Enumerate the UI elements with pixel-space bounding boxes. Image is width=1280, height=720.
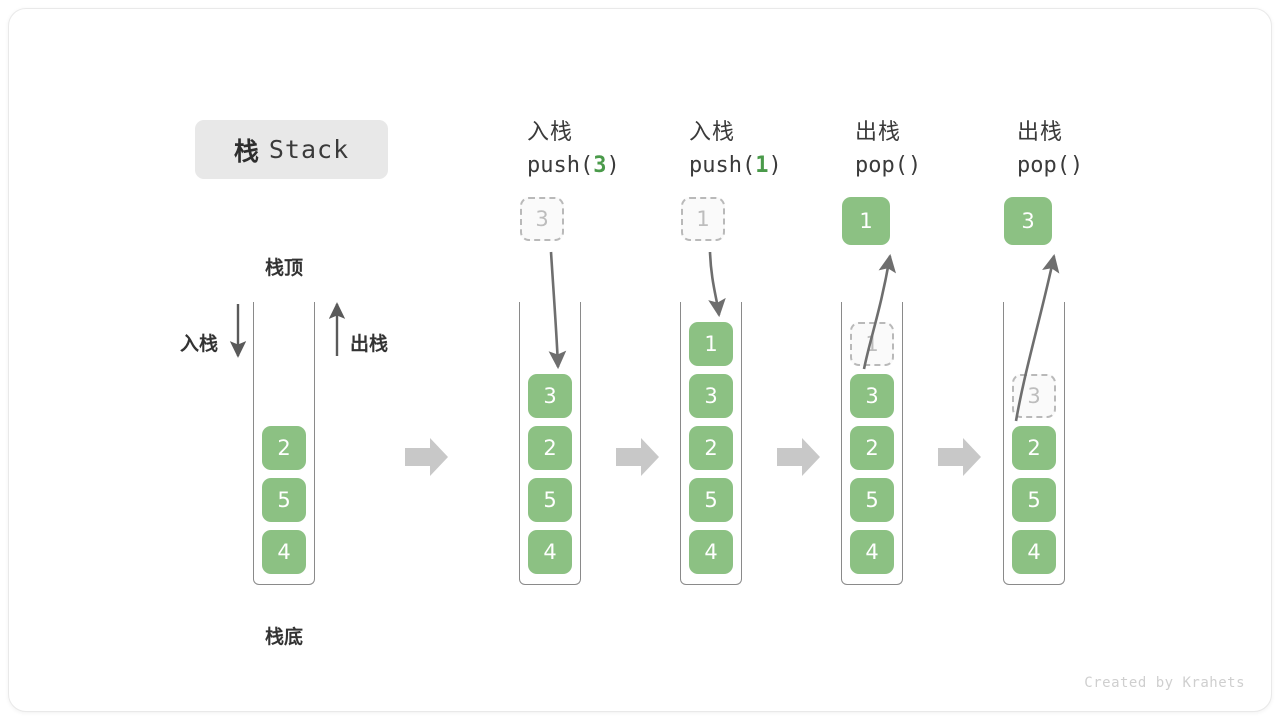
- fn-pre: push(: [527, 153, 594, 178]
- popped-element: 1: [842, 197, 890, 245]
- column-header-push-1: 入栈 push(1): [689, 115, 889, 183]
- column-op-label: 入栈: [527, 119, 574, 144]
- stack-container-push-3: [519, 302, 581, 585]
- stack-container-initial: [253, 302, 315, 585]
- stack-cell: 3: [850, 374, 894, 418]
- column-header-pop-3: 出栈 pop(): [1017, 115, 1217, 183]
- stack-cell: 3: [689, 374, 733, 418]
- column-header-pop-1: 出栈 pop(): [855, 115, 1055, 183]
- stack-cell: 3: [528, 374, 572, 418]
- push-direction-label: 入栈: [180, 334, 219, 355]
- flow-arrow-icon: [405, 437, 449, 477]
- floating-element-ghost: 3: [520, 197, 564, 241]
- column-fn-label: pop(): [1017, 149, 1217, 183]
- stack-cell: 2: [850, 426, 894, 470]
- diagram-card: 栈 Stack 栈顶 栈底 入栈 出栈 入栈 push(3) 入栈 push(1…: [8, 8, 1272, 712]
- watermark-credit: Created by Krahets: [1084, 675, 1245, 691]
- fn-post: ): [1069, 153, 1084, 178]
- stack-cell: 2: [262, 426, 306, 470]
- column-op-label: 出栈: [855, 119, 902, 144]
- fn-arg: 1: [755, 153, 769, 178]
- column-fn-label: push(3): [527, 149, 727, 183]
- column-op-label: 入栈: [689, 119, 736, 144]
- stack-cell: 5: [1012, 478, 1056, 522]
- stack-cell: 4: [689, 530, 733, 574]
- popped-element: 3: [1004, 197, 1052, 245]
- fn-post: ): [768, 153, 782, 178]
- stack-cell: 2: [528, 426, 572, 470]
- diagram-stage: 栈 Stack 栈顶 栈底 入栈 出栈 入栈 push(3) 入栈 push(1…: [9, 9, 1271, 711]
- fn-pre: pop(: [1017, 153, 1070, 178]
- stack-container-pop-3: [1003, 302, 1065, 585]
- flow-arrow-icon: [938, 437, 982, 477]
- fn-post: ): [606, 153, 620, 178]
- stack-cell: 5: [689, 478, 733, 522]
- stack-cell: 4: [1012, 530, 1056, 574]
- stack-cell: 2: [1012, 426, 1056, 470]
- stack-cell: 5: [850, 478, 894, 522]
- vacated-slot-ghost: 3: [1012, 374, 1056, 418]
- stack-cell: 5: [262, 478, 306, 522]
- flow-arrow-icon: [777, 437, 821, 477]
- stack-cell: 4: [850, 530, 894, 574]
- stack-cell: 5: [528, 478, 572, 522]
- stack-top-label: 栈顶: [265, 258, 304, 279]
- column-header-push-3: 入栈 push(3): [527, 115, 727, 183]
- pop-direction-label: 出栈: [350, 334, 389, 355]
- fn-arg: 3: [593, 153, 607, 178]
- stack-cell: 2: [689, 426, 733, 470]
- title-en: Stack: [268, 135, 350, 164]
- fn-pre: pop(: [855, 153, 908, 178]
- fn-post: ): [907, 153, 922, 178]
- stack-container-push-1: [680, 302, 742, 585]
- stack-cell: 4: [262, 530, 306, 574]
- column-op-label: 出栈: [1017, 119, 1064, 144]
- stack-cell: 1: [689, 322, 733, 366]
- floating-element-ghost: 1: [681, 197, 725, 241]
- title-badge: 栈 Stack: [195, 120, 388, 179]
- column-fn-label: push(1): [689, 149, 889, 183]
- stack-container-pop-1: [841, 302, 903, 585]
- title-cn: 栈: [233, 137, 260, 166]
- stack-cell: 4: [528, 530, 572, 574]
- fn-pre: push(: [689, 153, 756, 178]
- stack-bottom-label: 栈底: [265, 627, 304, 648]
- flow-arrow-icon: [616, 437, 660, 477]
- column-fn-label: pop(): [855, 149, 1055, 183]
- vacated-slot-ghost: 1: [850, 322, 894, 366]
